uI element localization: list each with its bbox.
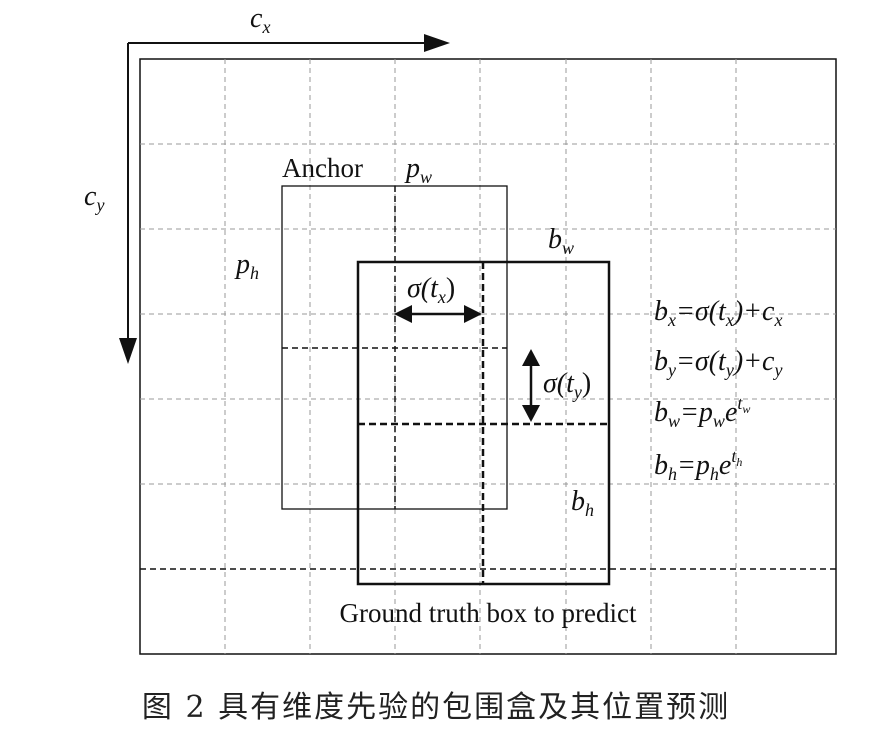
pw-label: pw [404,153,432,187]
sigma-tx-label: σ(tx) [407,273,455,307]
cy-label: cy [84,181,104,215]
sigma-tx-arrowhead-left [394,305,412,323]
equation-bx: bx=σ(tx)+cx [654,296,782,330]
outer-frame [139,58,837,655]
sigma-ty-arrowhead-down [522,405,540,422]
ground-truth-box-label: Ground truth box to predict [340,598,637,628]
figure-caption: 图 2 具有维度先验的包围盒及其位置预测 [141,690,731,725]
sigma-tx-arrowhead-right [464,305,482,323]
bw-label: bw [548,224,574,258]
ph-label: ph [234,249,259,283]
cy-arrowhead [119,338,137,364]
equation-bw: bw=pwetw [654,393,750,431]
equation-by: by=σ(ty)+cy [654,346,782,380]
grid-lines [140,59,836,654]
cx-arrowhead [424,34,450,52]
cx-label: cx [250,3,270,37]
anchor-label: Anchor [282,153,363,183]
equation-bh: bh=pheth [654,446,742,484]
sigma-ty-arrowhead-up [522,349,540,366]
sigma-ty-label: σ(ty) [543,368,591,402]
bh-label: bh [571,486,594,520]
